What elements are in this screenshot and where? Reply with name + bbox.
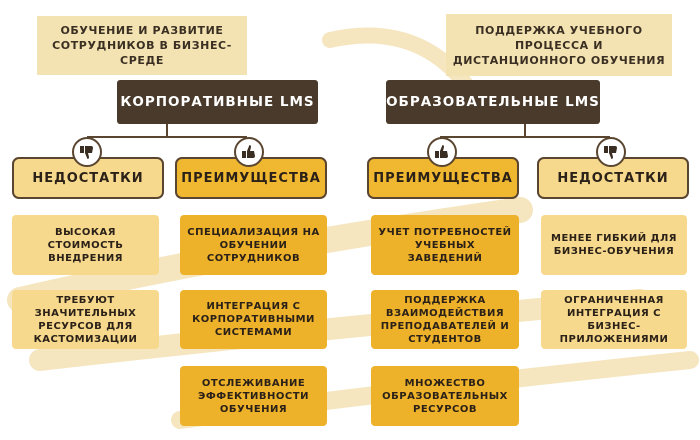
corporate-pros-item: ИНТЕГРАЦИЯ С КОРПОРАТИВНЫМИ СИСТЕМАМИ — [180, 290, 327, 349]
thumbs-up-icon — [242, 145, 255, 158]
educational-pros-item: ПОДДЕРЖКА ВЗАИМОДЕЙСТВИЯ ПРЕПОДАВАТЕЛЕЙ … — [371, 290, 519, 349]
thumbs-down-icon — [80, 146, 93, 159]
corporate-pros-item: СПЕЦИАЛИЗАЦИЯ НА ОБУЧЕНИИ СОТРУДНИКОВ — [180, 215, 327, 275]
educational-cons-item: ОГРАНИЧЕННАЯ ИНТЕГРАЦИЯ С БИЗНЕС-ПРИЛОЖЕ… — [541, 290, 687, 349]
educational-cons-badge — [596, 137, 626, 167]
educational-pros-item: УЧЕТ ПОТРЕБНОСТЕЙ УЧЕБНЫХ ЗАВЕДЕНИЙ — [371, 215, 519, 275]
corporate-lms-title: КОРПОРАТИВНЫЕ LMS — [117, 80, 318, 124]
thumbs-down-icon — [604, 146, 617, 159]
corporate-pros-badge — [234, 137, 264, 167]
corporate-pros-header: ПРЕИМУЩЕСТВА — [175, 157, 327, 199]
corporate-cons-item: ТРЕБУЮТ ЗНАЧИТЕЛЬНЫХ РЕСУРСОВ ДЛЯ КАСТОМ… — [12, 290, 159, 349]
educational-cons-item: МЕНЕЕ ГИБКИЙ ДЛЯ БИЗНЕС-ОБУЧЕНИЯ — [541, 215, 687, 275]
corporate-pros-item: ОТСЛЕЖИВАНИЕ ЭФФЕКТИВНОСТИ ОБУЧЕНИЯ — [180, 366, 327, 426]
note-corporate-purpose: ОБУЧЕНИЕ И РАЗВИТИЕ СОТРУДНИКОВ В БИЗНЕС… — [37, 16, 247, 75]
thumbs-up-icon — [435, 145, 448, 158]
educational-pros-badge — [427, 137, 457, 167]
corporate-cons-badge — [72, 137, 102, 167]
corporate-cons-item: ВЫСОКАЯ СТОИМОСТЬ ВНЕДРЕНИЯ — [12, 215, 159, 275]
educational-pros-item: МНОЖЕСТВО ОБРАЗОВАТЕЛЬНЫХ РЕСУРСОВ — [371, 366, 519, 426]
educational-lms-title: ОБРАЗОВАТЕЛЬНЫЕ LMS — [386, 80, 600, 124]
note-educational-purpose: ПОДДЕРЖКА УЧЕБНОГО ПРОЦЕССА И ДИСТАНЦИОН… — [446, 14, 672, 76]
